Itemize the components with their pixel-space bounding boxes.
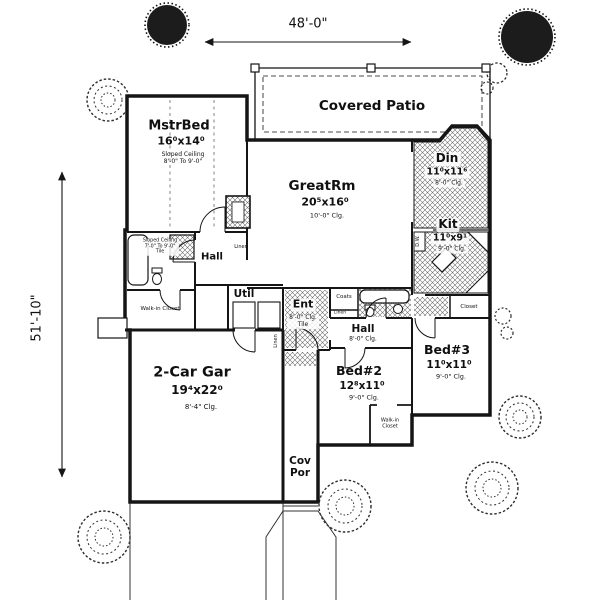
garage-ceiling: 8'-4" Clg. — [184, 402, 218, 411]
toilet-tank-icon — [151, 267, 163, 274]
toilet-icon — [152, 273, 162, 285]
mstrbed-label: MstrBed — [148, 118, 210, 134]
bush-icon — [498, 395, 542, 439]
dimension-lines — [58, 38, 412, 478]
doors — [159, 206, 436, 369]
corner-counter — [464, 269, 489, 294]
bed3-label: Bed#3 — [423, 341, 471, 357]
kitchen-ceiling: 9'-0" Clg. — [436, 245, 468, 254]
dining-size: 11⁰x11⁶ — [424, 166, 470, 179]
bed2-label: Bed#2 — [335, 362, 383, 378]
linen-label: Linen — [333, 310, 347, 316]
interior-walls — [125, 140, 490, 502]
dishwasher-label: D.W. — [415, 233, 422, 249]
dimension-width-label: 48'-0" — [288, 16, 328, 32]
driveway — [129, 502, 284, 600]
dryer-icon — [257, 301, 281, 329]
linen-label: Linen — [273, 334, 280, 348]
side-stoop — [97, 317, 128, 339]
bed2-size: 12⁸x11⁰ — [339, 379, 385, 392]
coats-closet-label: Coats — [336, 293, 352, 300]
sink-icon — [393, 304, 403, 314]
bed3-size: 11⁰x11⁰ — [426, 358, 472, 371]
entry-label: Ent — [290, 297, 316, 312]
dimension-height-label: 51'-10" — [29, 294, 45, 342]
covered-patio-label: Covered Patio — [318, 98, 426, 115]
porch-tile — [285, 352, 316, 366]
dining-label: Din — [433, 151, 461, 166]
covered-porch-label: Cov Por — [289, 454, 311, 479]
utility-fixtures — [232, 301, 281, 329]
entry-note: 8'-0" Clg. Tile — [287, 314, 319, 329]
ceiling-dashes — [169, 100, 215, 228]
garage-size: 19⁴x22⁰ — [171, 383, 223, 398]
mstrbed-ceiling-note: Sloped Ceiling 8'-0" To 9'-0" — [161, 151, 205, 165]
washer-icon — [232, 301, 256, 329]
hall-lower-label: Hall — [351, 322, 375, 335]
hall-upper-label: Hall — [201, 251, 223, 263]
walkway — [265, 505, 337, 600]
mstrbed-size: 16⁰x14⁰ — [157, 134, 205, 148]
util-label: Util — [233, 287, 255, 300]
patio-outline — [250, 63, 491, 140]
master-walkin-closet-label: Walk-in Closet — [140, 305, 180, 312]
greatrm-ceiling: 10'-0" Clg. — [309, 211, 345, 220]
linen-label: Linen — [234, 244, 248, 251]
bathtub-icon — [359, 289, 410, 304]
bed3-closet-label: Closet — [460, 303, 478, 310]
fireplace — [225, 195, 251, 229]
bush-icon — [77, 510, 131, 564]
corner-counter — [466, 231, 489, 254]
hall-lower-ceiling: 8'-0" Clg. — [349, 335, 377, 343]
master-bath-note: Sloped Ceiling 7'-0" To 9'-0" Tile — [140, 238, 180, 256]
bath2-fixtures — [359, 289, 410, 317]
bush-icon — [86, 78, 130, 122]
bed3-ceiling: 9'-0" Clg. — [436, 372, 466, 381]
kitchen-label: Kit — [436, 217, 460, 232]
bed2-walkin-closet-label: Walk-in Closet — [380, 417, 400, 429]
tree-icon — [144, 2, 190, 48]
bath-hall-tile — [414, 297, 448, 316]
tree-icon — [498, 8, 556, 66]
bed2-ceiling: 9'-0" Clg. — [349, 393, 379, 402]
bush-icon — [318, 479, 372, 533]
greatrm-size: 20⁵x16⁰ — [301, 195, 349, 209]
garage-label: 2-Car Gar — [153, 364, 231, 381]
bush-icon — [465, 461, 519, 515]
bush-icon — [494, 307, 514, 340]
greatrm-label: GreatRm — [288, 178, 356, 195]
dining-ceiling: 8'-0" Clg. — [433, 179, 465, 188]
kitchen-size: 11⁰x9¹ — [430, 232, 470, 245]
